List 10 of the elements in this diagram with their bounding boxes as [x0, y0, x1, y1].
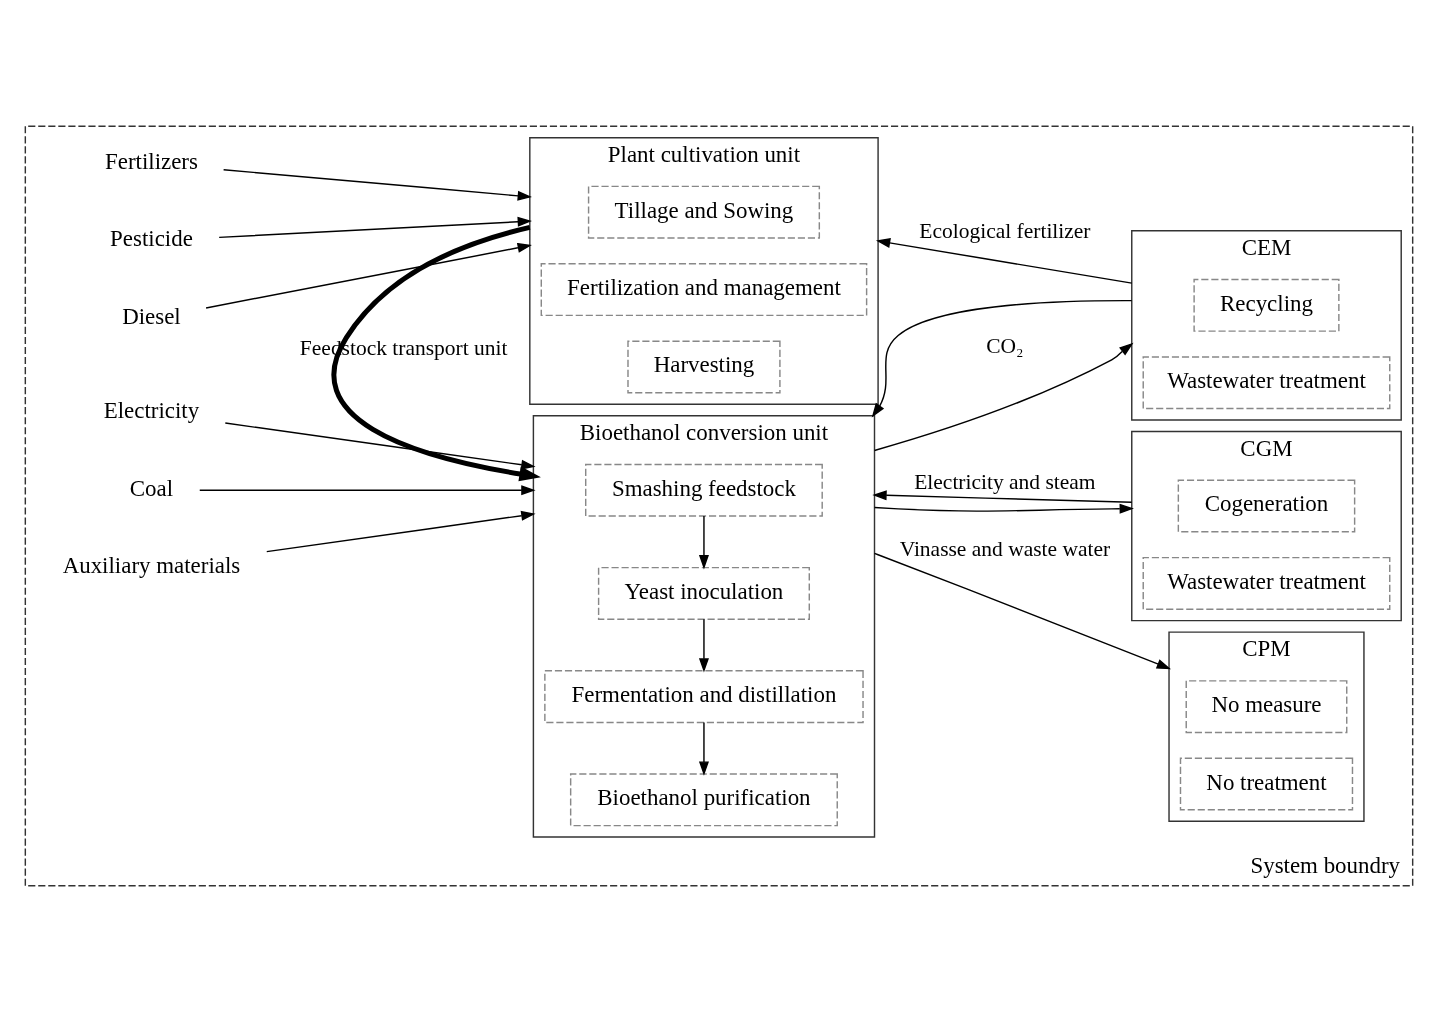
edge-label: Vinasse and waste water [899, 536, 1111, 561]
edge-label: Ecological fertilizer [919, 218, 1091, 243]
node-text: Electricity [103, 397, 200, 423]
node-text: Pesticide [110, 225, 193, 251]
node-text: Auxiliary materials [62, 552, 241, 578]
node-text: Coal [129, 475, 174, 501]
node-text: Fertilizers [104, 148, 198, 174]
node-text: Diesel [122, 303, 181, 329]
edge-label: CO₂ [986, 333, 1024, 358]
edge-label: Electricity and steam [914, 469, 1096, 494]
